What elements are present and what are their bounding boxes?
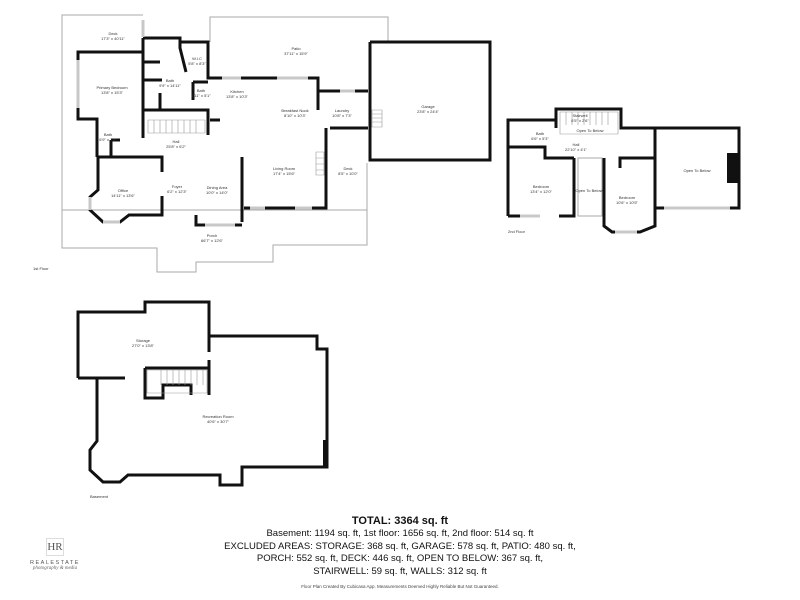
- excluded-areas-1: EXCLUDED AREAS: STORAGE: 368 sq. ft, GAR…: [224, 540, 576, 552]
- svg-text:Open To Below: Open To Below: [575, 188, 602, 193]
- svg-text:Open To Below: Open To Below: [683, 168, 710, 173]
- area-summary: TOTAL: 3364 sq. ft Basement: 1194 sq. ft…: [200, 514, 600, 589]
- logo-brand: REALESTATE: [30, 560, 80, 566]
- excluded-areas-3: STAIRWELL: 59 sq. ft, WALLS: 312 sq. ft: [313, 565, 487, 577]
- company-logo: HR REALESTATE photography & media: [20, 538, 90, 571]
- floor-label-first: 1st Floor: [33, 266, 49, 271]
- floor-label-second: 2nd Floor: [508, 229, 526, 234]
- disclaimer: Floor Plan Created By Cubicasa App. Meas…: [301, 584, 499, 589]
- deck-porch-outline: [61, 14, 389, 273]
- basement-stairs: [146, 369, 208, 394]
- floor-areas: Basement: 1194 sq. ft, 1st floor: 1656 s…: [266, 528, 534, 539]
- open-to-below-area: [577, 157, 603, 217]
- second-floor-windows: [520, 206, 730, 234]
- logo-tagline: photography & media: [32, 566, 78, 571]
- first-floor-stairs: [147, 109, 383, 176]
- total-area: TOTAL: 3364 sq. ft: [351, 515, 449, 527]
- floor-label-basement: Basement: [90, 494, 109, 499]
- svg-text:Open To Below: Open To Below: [576, 128, 603, 133]
- excluded-areas-2: PORCH: 552 sq. ft, DECK: 446 sq. ft, OPE…: [256, 553, 544, 564]
- first-floor-walls: [76, 36, 492, 227]
- basement-walls: [76, 300, 329, 487]
- second-floor-stairs: [559, 111, 619, 135]
- logo-monogram: HR: [46, 538, 64, 556]
- windows: [76, 20, 355, 227]
- svg-text:W.I.C5'8" x 8'3": W.I.C5'8" x 8'3": [188, 56, 206, 66]
- fireplace: [727, 153, 739, 183]
